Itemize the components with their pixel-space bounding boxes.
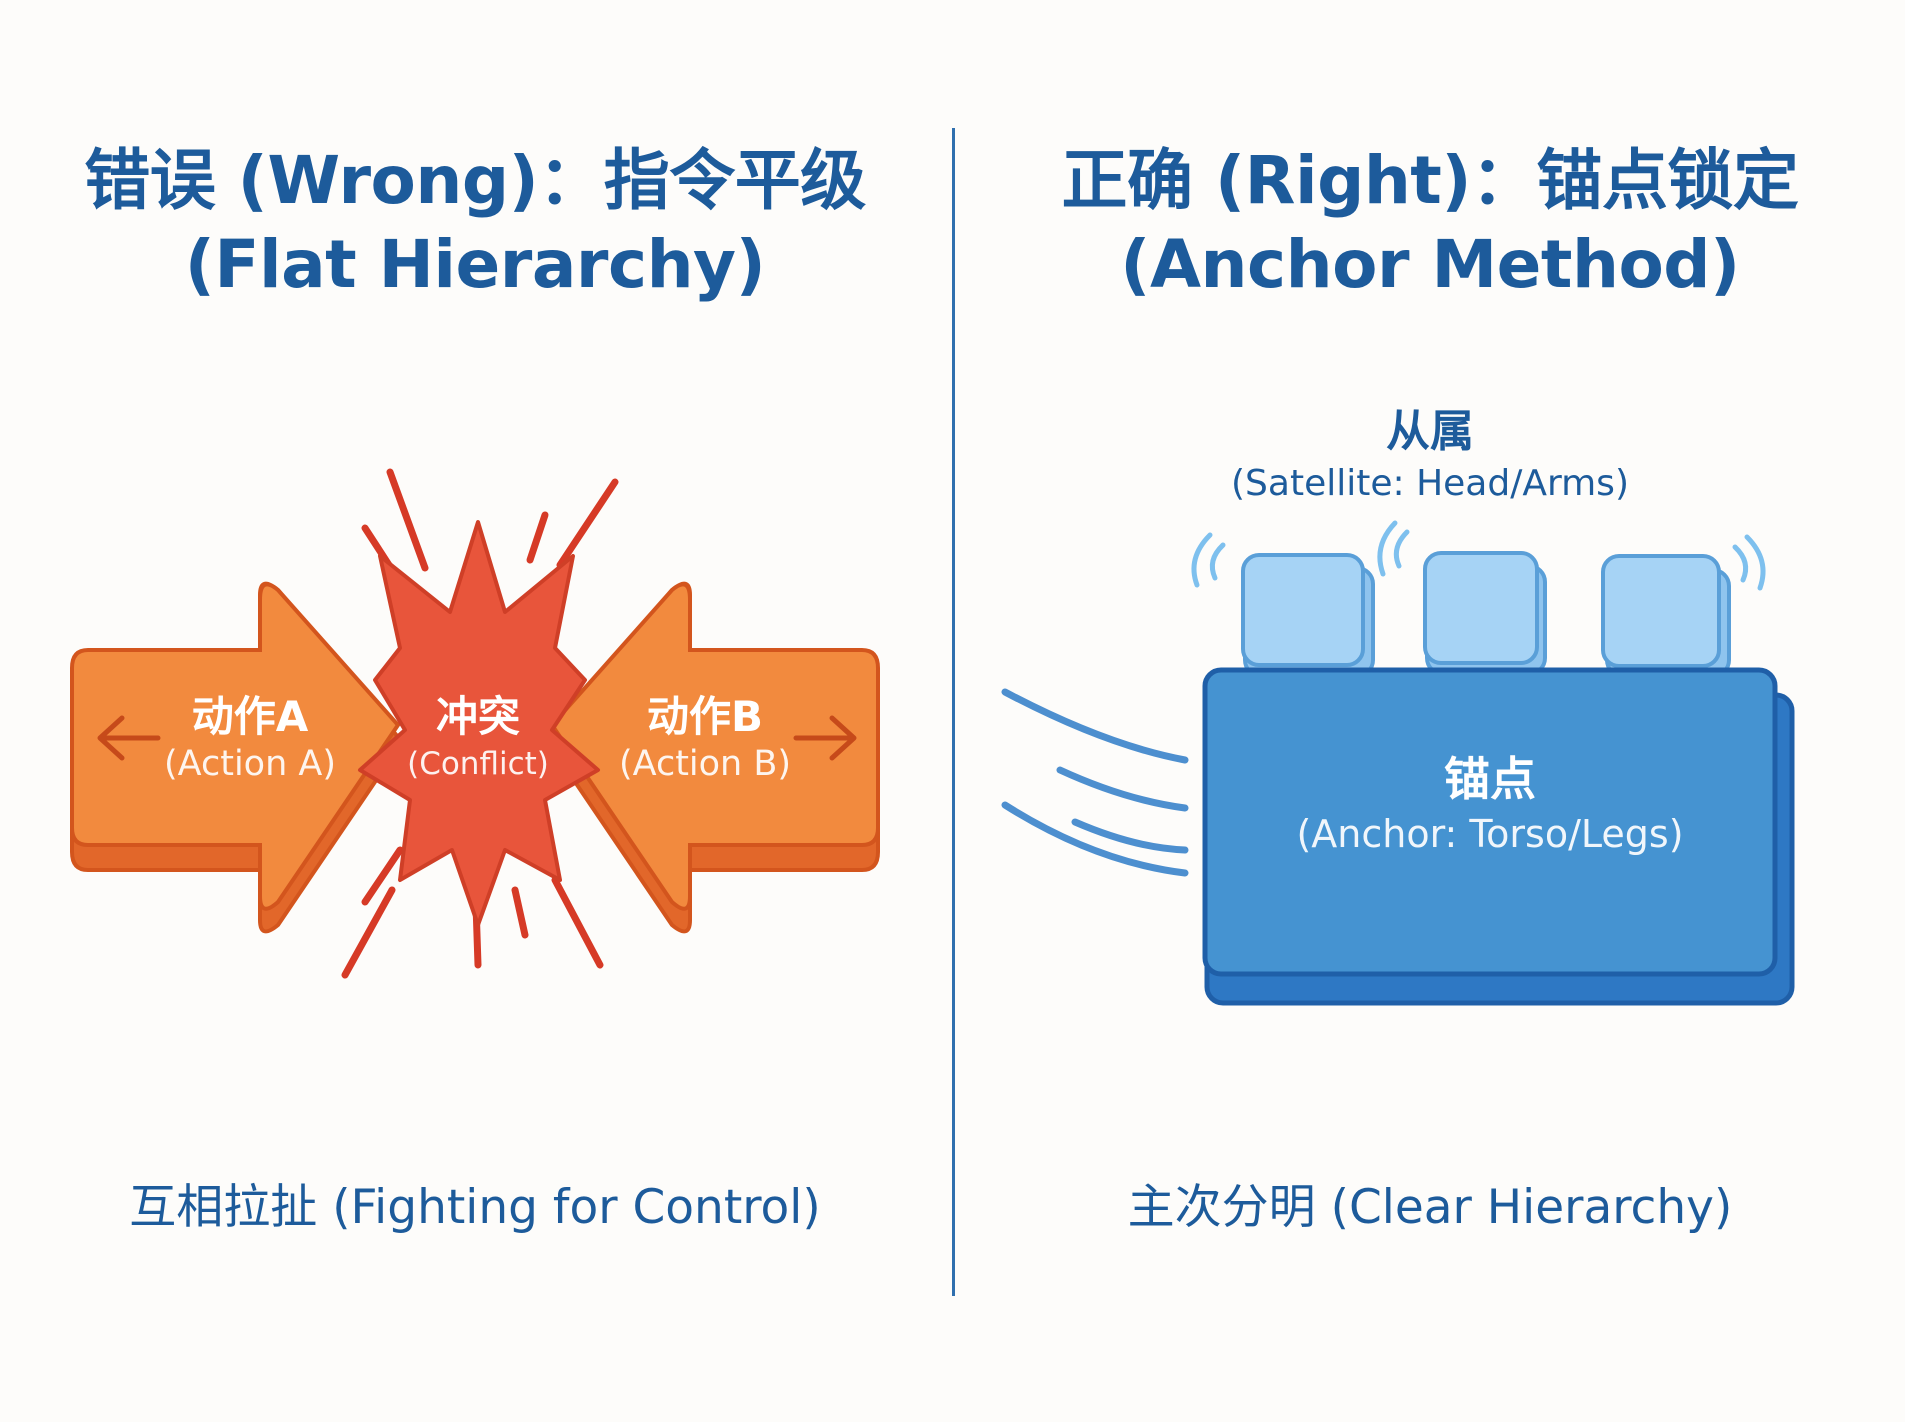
satellite-block-arm-2 [1601,554,1731,678]
anchor-cn: 锚点 [1444,752,1536,806]
right-panel: 正确 (Right)：锚点锁定 (Anchor Method) 从属 (Sate… [955,0,1905,1422]
center-divider [952,128,955,1296]
conflict-cn: 冲突 [435,692,520,741]
wrong-title: 错误 (Wrong)：指令平级 [84,142,866,219]
action-a-en: (Action A) [164,744,336,784]
motion-lines [1001,688,1189,877]
wiggle-marks [1191,520,1766,591]
anchor-en: (Anchor: Torso/Legs) [1296,812,1684,856]
satellite-cn: 从属 [1386,406,1474,457]
conflict-illustration [70,468,880,979]
satellite-label: 从属 (Satellite: Head/Arms) [955,405,1905,509]
action-b-arrow [545,581,880,934]
wrong-subtitle: (Flat Hierarchy) [184,226,766,303]
satellite-en: (Satellite: Head/Arms) [1231,463,1629,504]
right-caption: 主次分明 (Clear Hierarchy) [1127,1180,1733,1235]
conflict-en: (Conflict) [407,746,549,782]
action-a-cn: 动作A [191,692,309,741]
action-b-label: 动作B (Action B) [595,692,815,786]
satellite-block-head [1241,553,1375,678]
wrong-panel: 错误 (Wrong)：指令平级 (Flat Hierarchy) [0,0,950,1422]
action-a-arrow [70,581,405,934]
action-b-cn: 动作B [646,692,763,741]
action-b-en: (Action B) [618,744,792,784]
action-a-label: 动作A (Action A) [140,692,360,786]
right-title: 正确 (Right)：锚点锁定 [1061,142,1799,219]
anchor-block [1202,667,1795,1006]
conflict-label: 冲突 (Conflict) [383,692,573,786]
anchor-label: 锚点 (Anchor: Torso/Legs) [1205,750,1775,860]
anchor-illustration [1001,520,1795,1006]
satellite-block-arm-1 [1423,551,1547,676]
conflict-burst [358,520,600,927]
wrong-caption: 互相拉扯 (Fighting for Control) [129,1180,821,1235]
right-subtitle: (Anchor Method) [1120,226,1740,303]
